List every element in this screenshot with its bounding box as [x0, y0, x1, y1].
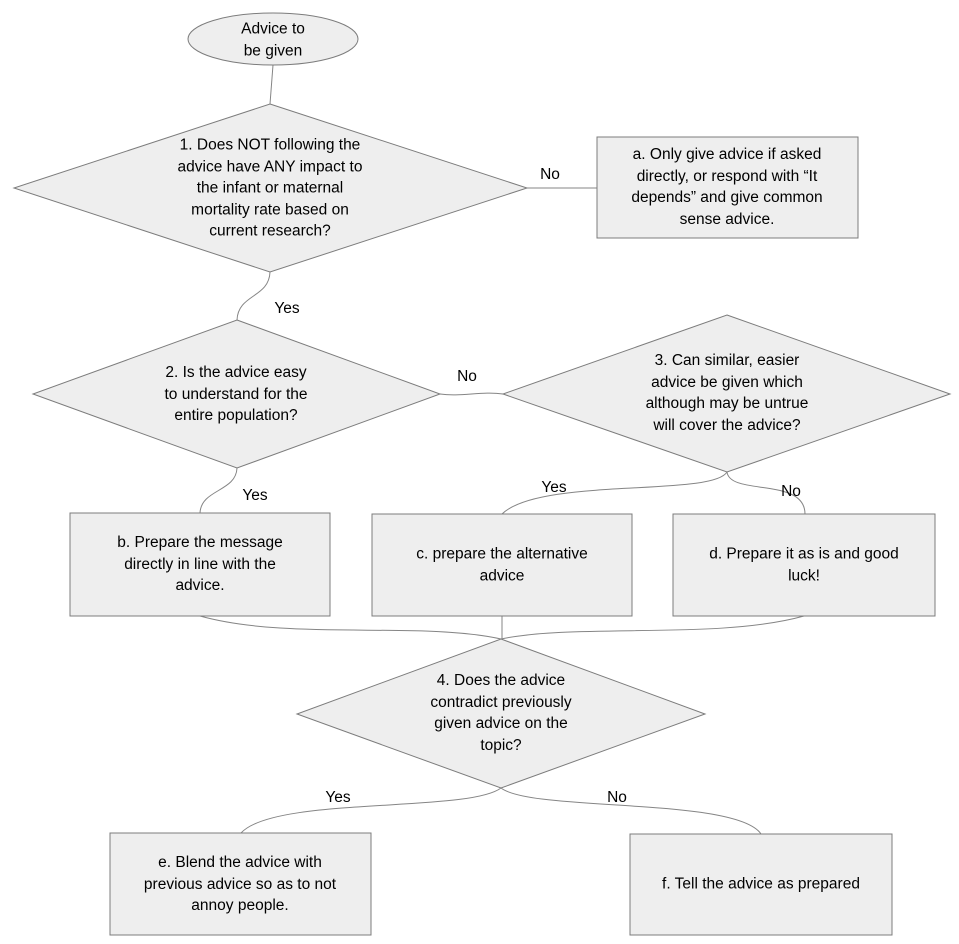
result-d-label: d. Prepare it as is and good luck! [709, 545, 899, 585]
result-d-box [672, 513, 936, 617]
edge-d-q4 [500, 615, 805, 640]
decision-1-diamond [12, 103, 529, 273]
edge-label-q2-no: No [457, 368, 477, 385]
edge-q4-f [500, 787, 762, 835]
edge-label-q4-no: No [607, 789, 627, 806]
edge-label-q3-yes: Yes [541, 479, 567, 496]
edge-q2-q3 [439, 392, 504, 396]
edge-label-q3-no: No [781, 483, 801, 500]
edge-q2-b [199, 467, 238, 514]
result-b-label: b. Prepare the message directly in line … [117, 533, 283, 594]
edge-q1-q2 [236, 271, 271, 321]
edge-label-q1-no: No [540, 166, 560, 183]
edge-label-q2-yes: Yes [242, 487, 268, 504]
result-c-label: c. prepare the alternative advice [416, 545, 588, 585]
edge-start-q1 [269, 64, 274, 105]
decision-2-diamond [31, 319, 442, 469]
result-a-box [596, 136, 859, 239]
edge-q3-d [726, 471, 806, 515]
start-ellipse [187, 12, 359, 66]
edge-q4-e [240, 787, 502, 834]
edge-label-q1-yes: Yes [274, 300, 300, 317]
edge-q3-c [501, 471, 728, 515]
result-b-box [69, 512, 331, 617]
result-e-label: e. Blend the advice with previous advice… [143, 853, 337, 914]
result-a-label: a. Only give advice if asked directly, o… [631, 146, 823, 228]
edge-label-q4-yes: Yes [325, 789, 351, 806]
result-f-box [629, 833, 893, 936]
decision-1-label: 1. Does NOT following the advice have AN… [177, 136, 363, 240]
decision-4-diamond [295, 638, 707, 789]
decision-2-label: 2. Is the advice easy to understand for … [164, 363, 308, 424]
decision-3-label: 3. Can similar, easier advice be given w… [645, 352, 809, 434]
result-c-box [371, 513, 633, 617]
result-e-box [109, 832, 372, 936]
decision-4-label: 4. Does the advice contradict previously… [430, 672, 572, 754]
edge-b-q4 [199, 615, 502, 640]
decision-3-diamond [501, 314, 952, 473]
result-f-label: f. Tell the advice as prepared [662, 875, 860, 893]
start-label: Advice to be given [241, 20, 305, 60]
